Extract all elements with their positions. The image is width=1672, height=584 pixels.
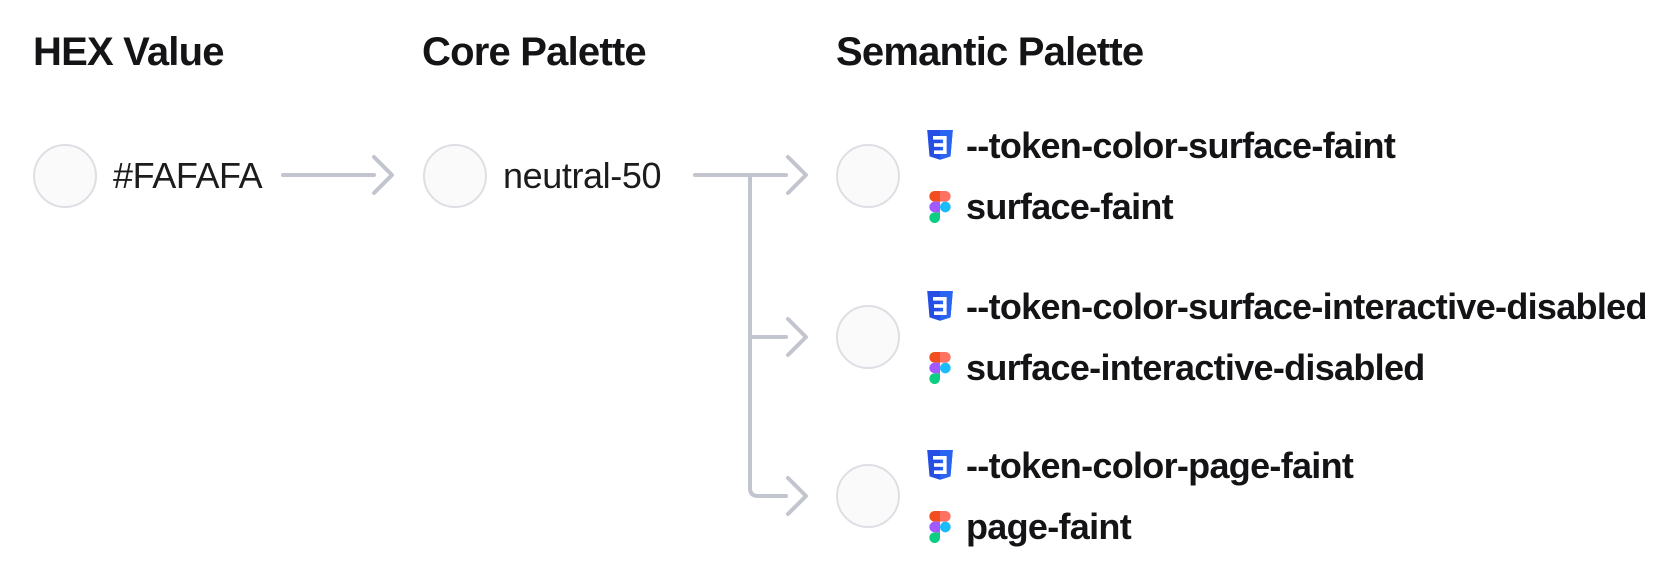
color-swatch [423,144,487,208]
color-swatch [836,144,900,208]
css-token-label: --token-color-surface-interactive-disabl… [966,285,1647,327]
semantic-token-row: --token-color-surface-interactive-disabl… [836,283,1647,391]
figma-token-label: page-faint [966,505,1132,547]
figma-token-line: page-faint [926,504,1353,550]
column-header-core-palette: Core Palette [422,30,647,74]
figma-logo-icon [926,190,954,224]
figma-token-line: surface-interactive-disabled [926,345,1647,391]
css-token-label: --token-color-page-faint [966,444,1354,486]
arrowhead-icon [786,476,808,516]
color-swatch [836,464,900,528]
core-palette-label: neutral-50 [503,155,662,196]
connector-trunk [748,173,788,498]
css3-shield-icon [926,290,954,324]
arrowhead-icon [786,317,808,357]
css-token-label: --token-color-surface-faint [966,124,1396,166]
core-palette-node: neutral-50 [423,144,662,208]
figma-logo-icon [926,351,954,385]
figma-token-line: surface-faint [926,184,1395,230]
semantic-token-row: --token-color-page-faint page-faint [836,442,1354,550]
css3-shield-icon [926,129,954,163]
column-header-hex-value: HEX Value [33,30,224,74]
figma-token-label: surface-faint [966,185,1174,227]
arrowhead-icon [786,155,808,195]
semantic-token-row: --token-color-surface-faint surface-fain… [836,122,1396,230]
css-token-line: --token-color-page-faint [926,443,1354,489]
css3-shield-icon [926,449,954,483]
color-swatch [33,144,97,208]
css-token-line: --token-color-surface-faint [926,123,1396,169]
css-token-line: --token-color-surface-interactive-disabl… [926,284,1647,330]
figma-token-label: surface-interactive-disabled [966,346,1425,388]
arrowhead-icon [372,155,394,195]
figma-logo-icon [926,510,954,544]
hex-value-node: #FAFAFA [33,144,263,208]
column-header-semantic-palette: Semantic Palette [836,30,1144,74]
hex-value-label: #FAFAFA [113,155,263,196]
color-swatch [836,305,900,369]
